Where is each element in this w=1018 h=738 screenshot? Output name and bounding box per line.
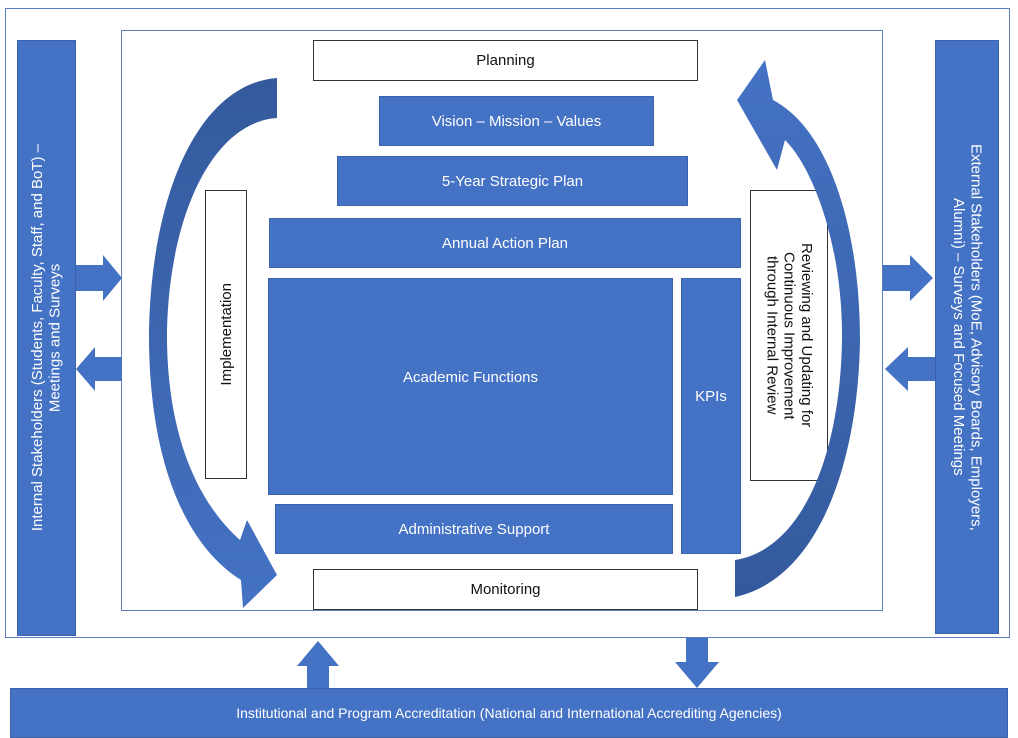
monitoring-box: Monitoring: [313, 569, 698, 610]
external-stakeholders-box: External Stakeholders (MoE, Advisory Boa…: [935, 40, 999, 634]
arrow-right-icon: [76, 255, 122, 301]
implementation-box: Implementation: [205, 190, 247, 479]
accreditation-label: Institutional and Program Accreditation …: [236, 705, 782, 721]
reviewing-line3: through Internal Review: [763, 256, 781, 415]
academic-label: Academic Functions: [402, 369, 539, 386]
arrow-right-icon: [883, 255, 933, 301]
monitoring-label: Monitoring: [470, 581, 541, 598]
external-stakeholders-line2: Alumni) – Surveys and Focused Meetings: [950, 198, 967, 476]
admin-label: Administrative Support: [398, 520, 550, 538]
planning-box: Planning: [313, 40, 698, 81]
strategic-plan-box: 5-Year Strategic Plan: [337, 156, 688, 206]
administrative-support-box: Administrative Support: [275, 504, 673, 554]
internal-stakeholders-box: Internal Stakeholders (Students, Faculty…: [17, 40, 76, 636]
internal-stakeholders-line2: Meetings and Surveys: [46, 263, 64, 413]
accreditation-box: Institutional and Program Accreditation …: [10, 688, 1008, 738]
reviewing-line1: Reviewing and Updating for: [797, 243, 815, 428]
curved-arrow-down-icon: [148, 78, 277, 608]
arrow-down-icon: [675, 638, 719, 688]
external-stakeholders-line1: External Stakeholders (MoE, Advisory Boa…: [967, 143, 985, 531]
internal-stakeholders-line1: Internal Stakeholders (Students, Faculty…: [29, 144, 47, 532]
vision-mission-values-box: Vision – Mission – Values: [379, 96, 654, 146]
reviewing-box: Reviewing and Updating for Continuous Im…: [750, 190, 828, 481]
arrow-up-icon: [297, 641, 339, 688]
annual-action-plan-box: Annual Action Plan: [269, 218, 741, 268]
arrow-left-icon: [76, 347, 122, 391]
planning-label: Planning: [476, 52, 535, 69]
kpis-label: KPIs: [695, 387, 727, 405]
academic-functions-box: Academic Functions: [268, 278, 673, 495]
curved-arrow-up-icon: [735, 60, 860, 597]
vision-label: Vision – Mission – Values: [431, 112, 602, 130]
implementation-label: Implementation: [217, 283, 235, 386]
arrow-left-icon: [885, 347, 935, 391]
reviewing-line2: Continuous Improvement: [780, 251, 798, 420]
kpis-box: KPIs: [681, 278, 741, 554]
strategic-plan-label: 5-Year Strategic Plan: [441, 172, 584, 190]
annual-plan-label: Annual Action Plan: [442, 234, 568, 252]
